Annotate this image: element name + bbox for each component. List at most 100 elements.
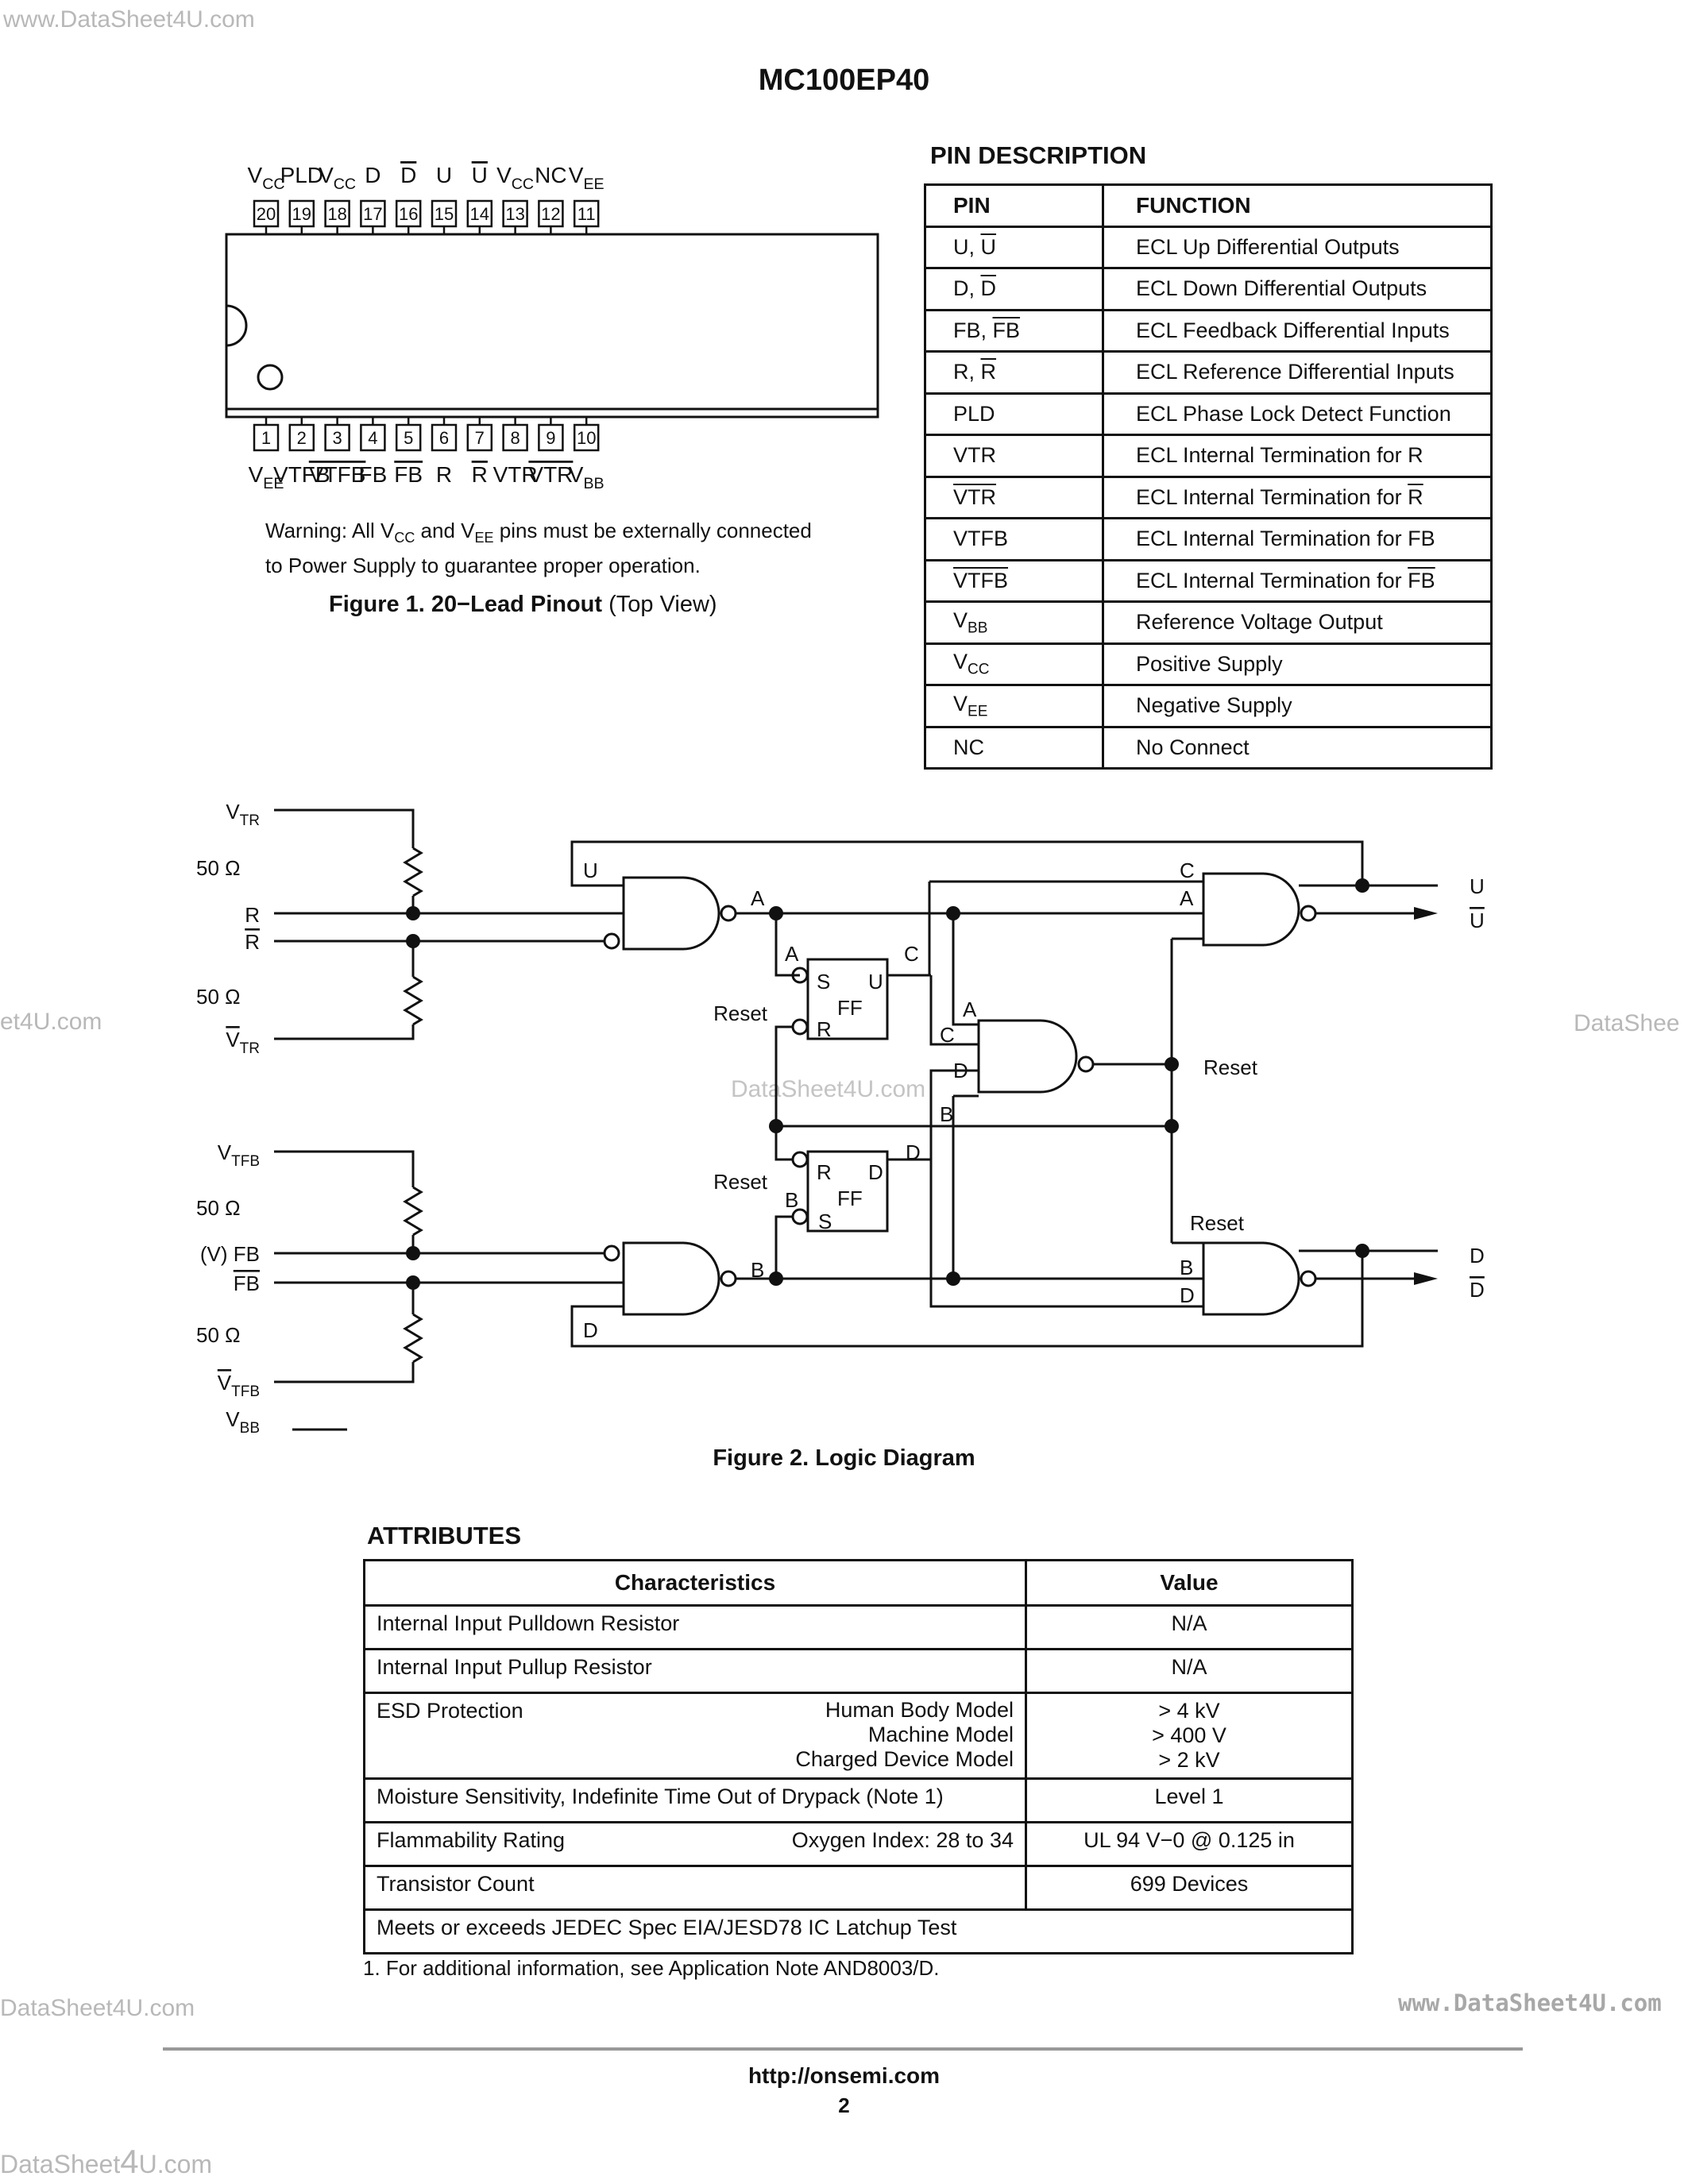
pin-number: 15	[435, 204, 454, 224]
pin-name-bottom: VTR	[493, 462, 538, 487]
value-header: Value	[1025, 1559, 1354, 1607]
pin-cell: VTR	[924, 434, 1104, 478]
c-label: C	[1180, 859, 1195, 882]
pin-number: 1	[261, 428, 271, 448]
rbar-input-label: R	[245, 930, 260, 954]
pin-name-top: VEE	[569, 163, 605, 193]
pin-box	[395, 423, 422, 452]
table-row: Transistor Count 699 Devices	[363, 1865, 1354, 1911]
pin-number: 11	[577, 204, 596, 224]
function-cell: ECL Internal Termination for R	[1102, 475, 1493, 519]
pin-number: 18	[327, 204, 346, 224]
d-label: D	[1180, 1283, 1195, 1307]
footer-url[interactable]: http://onsemi.com	[747, 2063, 941, 2088]
a-label: A	[785, 942, 799, 966]
pin-name-bottom: VTR	[528, 462, 573, 487]
ff-label: FF	[837, 996, 863, 1020]
attributes-table: Characteristics Value Internal Input Pul…	[363, 1559, 1354, 1954]
u-output-label: U	[1470, 874, 1485, 898]
c-label: C	[904, 942, 919, 966]
b-label: B	[751, 1258, 764, 1282]
function-cell: ECL Phase Lock Detect Function	[1102, 392, 1493, 436]
ubar-output-label: U	[1470, 909, 1485, 932]
function-cell: Positive Supply	[1102, 642, 1493, 686]
characteristics-header: Characteristics	[363, 1559, 1027, 1607]
pin-box	[253, 423, 280, 452]
watermark-mid-right: DataShee	[1574, 1010, 1680, 1036]
oxygen-index: Oxygen Index: 28 to 34	[791, 1828, 1014, 1852]
watermark-mid-left: et4U.com	[0, 1009, 102, 1035]
watermark-lower-left: DataSheet4U.com	[0, 1995, 195, 2021]
a-label: A	[1180, 886, 1194, 910]
page-number: 2	[838, 2093, 850, 2117]
table-row: Internal Input Pulldown Resistor N/A	[363, 1604, 1354, 1650]
pin-number: 10	[577, 428, 596, 448]
pin-description-heading: PIN DESCRIPTION	[930, 141, 1147, 169]
attributes-header-row: Characteristics Value	[363, 1559, 1354, 1607]
esd-value: > 400 V	[1152, 1723, 1226, 1747]
function-cell: ECL Internal Termination for R	[1102, 434, 1493, 478]
resistor-label: 50 Ω	[196, 985, 241, 1009]
pinout-warning: Warning: All VCC and VEE pins must be ex…	[265, 519, 812, 578]
d-loop-label: D	[583, 1318, 598, 1342]
pin-name-top: D	[400, 163, 416, 187]
pin-box	[466, 423, 493, 452]
pin-number: 20	[257, 204, 276, 224]
watermark-bottom-left: DataSheet4U.com	[0, 2143, 213, 2180]
pin-cell: R, R	[924, 350, 1104, 395]
pin-box	[502, 423, 528, 452]
pin-cell: VBB	[924, 600, 1104, 645]
reset-label: Reset	[713, 1170, 768, 1194]
function-cell: ECL Down Differential Outputs	[1102, 267, 1493, 311]
attribute-name: Moisture Sensitivity, Indefinite Time Ou…	[363, 1777, 1027, 1823]
ff-s-label: S	[818, 1210, 832, 1233]
pin-cell: U, U	[924, 225, 1104, 269]
attribute-value: 699 Devices	[1025, 1865, 1354, 1911]
d-label: D	[906, 1140, 921, 1164]
ff-u-label: U	[868, 970, 883, 994]
function-cell: ECL Internal Termination for FB	[1102, 517, 1493, 561]
esd-model: Machine Model	[867, 1723, 1014, 1746]
d-label: D	[953, 1059, 968, 1082]
pin-name-top: U	[436, 163, 452, 187]
resistor-label: 50 Ω	[196, 1196, 241, 1220]
pin-table-header: PIN FUNCTION	[924, 183, 1493, 228]
attribute-name: Internal Input Pulldown Resistor	[363, 1604, 1027, 1650]
u-loop-label: U	[583, 859, 598, 882]
esd-label: ESD Protection	[377, 1699, 523, 1723]
attributes-heading: ATTRIBUTES	[367, 1522, 522, 1549]
esd-model: Charged Device Model	[795, 1747, 1014, 1771]
reset-label: Reset	[1203, 1055, 1258, 1079]
r-input-label: R	[245, 903, 260, 927]
pin-column-header: PIN	[924, 183, 1104, 228]
ff-label: FF	[837, 1187, 863, 1210]
pin-cell: VTFB	[924, 517, 1104, 561]
pin-number: 16	[399, 204, 418, 224]
table-row: Internal Input Pullup Resistor N/A	[363, 1648, 1354, 1694]
c-label: C	[940, 1023, 955, 1047]
ff-d-label: D	[868, 1160, 883, 1184]
pin-number: 8	[510, 428, 520, 448]
pin-name-bottom: FB	[359, 462, 388, 487]
vtr-label: VTR	[226, 800, 260, 829]
vtfbbar-label: VTFB	[218, 1371, 260, 1400]
latchup-note: Meets or exceeds JEDEC Spec EIA/JESD78 I…	[363, 1908, 1354, 1954]
footnote: 1. For additional information, see Appli…	[363, 1956, 940, 1980]
attribute-value: N/A	[1025, 1604, 1354, 1650]
reset-label: Reset	[713, 1001, 768, 1025]
pin-number: 7	[475, 428, 485, 448]
resistor-label: 50 Ω	[196, 856, 241, 880]
function-cell: Reference Voltage Output	[1102, 600, 1493, 645]
function-cell: ECL Reference Differential Inputs	[1102, 350, 1493, 395]
pin-number: 12	[541, 204, 560, 224]
pin-name-top: D	[365, 163, 380, 187]
